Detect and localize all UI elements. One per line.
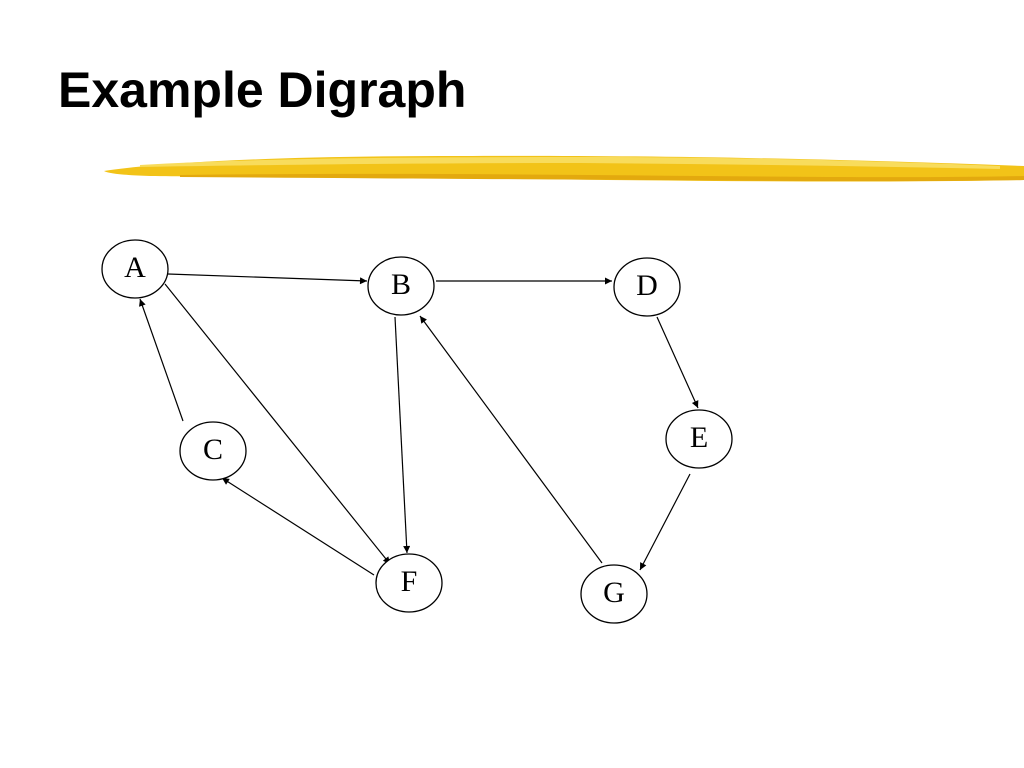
node-e-circle <box>665 409 733 469</box>
edges-layer <box>139 273 699 576</box>
slide-title: Example Digraph <box>58 62 467 118</box>
brush-stroke-shadow <box>180 173 1024 182</box>
edge-d-to-e <box>656 316 699 409</box>
edge-e-to-g <box>639 473 691 571</box>
node-d-label: D <box>636 269 658 302</box>
edge-a-to-b <box>167 273 368 285</box>
edge-f-to-c <box>221 477 375 576</box>
node-b-circle <box>367 256 435 316</box>
node-g-label: G <box>603 576 625 609</box>
edge-c-to-a <box>139 298 184 422</box>
node-g-circle <box>580 564 648 624</box>
node-c: C <box>179 421 247 481</box>
node-c-circle <box>179 421 247 481</box>
node-f: F <box>375 553 443 613</box>
node-b: B <box>367 256 435 316</box>
node-g: G <box>580 564 648 624</box>
node-c-label: C <box>203 433 223 466</box>
node-f-circle <box>375 553 443 613</box>
brush-stroke-highlight <box>140 157 1000 169</box>
node-d-circle <box>613 257 681 317</box>
nodes-layer: A B C D E F G <box>101 239 733 624</box>
node-a-circle <box>101 239 169 299</box>
node-f-label: F <box>401 565 418 598</box>
node-d: D <box>613 257 681 317</box>
node-b-label: B <box>391 268 411 301</box>
node-e-label: E <box>690 421 708 454</box>
edge-g-to-b <box>419 315 603 564</box>
edge-b-to-f <box>394 316 411 554</box>
node-a: A <box>101 239 169 299</box>
node-e: E <box>665 409 733 469</box>
node-a-label: A <box>124 251 146 284</box>
edge-a-to-f <box>164 283 391 565</box>
